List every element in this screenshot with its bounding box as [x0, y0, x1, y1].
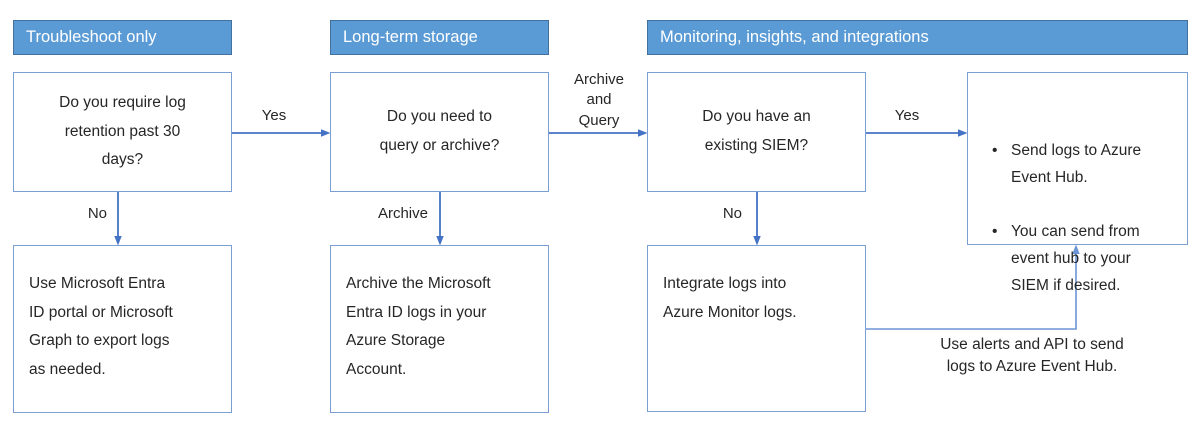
- box-log-retention-question: Do you require log retention past 30 day…: [13, 72, 232, 192]
- edge-label-yes-retention: Yes: [261, 107, 287, 124]
- box-send-logs-event-hub: Send logs to Azure Event Hub. You can se…: [967, 72, 1188, 294]
- edge-label-alerts-api: Use alerts and API to send logs to Azure…: [940, 336, 1124, 376]
- bullet-send-from-event-hub: You can send from event hub to your SIEM…: [990, 218, 1179, 299]
- header-monitoring-insights-integrations: Monitoring, insights, and integrations: [647, 20, 1188, 55]
- event-hub-bullet-list: Send logs to Azure Event Hub. You can se…: [968, 102, 1187, 327]
- edge-label-yes-siem: Yes: [894, 107, 920, 124]
- box-existing-siem-question: Do you have an existing SIEM?: [647, 72, 866, 192]
- edge-label-archive: Archive: [377, 205, 428, 222]
- box-integrate-azure-monitor: Integrate logs into Azure Monitor logs.: [647, 245, 866, 412]
- box-query-or-archive-question: Do you need to query or archive?: [330, 72, 549, 192]
- box-archive-storage-account: Archive the Microsoft Entra ID logs in y…: [330, 245, 549, 413]
- edge-label-archive-and-query: Archive and Query: [573, 71, 625, 129]
- box-export-logs: Use Microsoft Entra ID portal or Microso…: [13, 245, 232, 413]
- edge-label-no-retention: No: [87, 205, 107, 222]
- bullet-send-logs: Send logs to Azure Event Hub.: [990, 137, 1179, 191]
- header-long-term-storage: Long-term storage: [330, 20, 549, 55]
- edge-label-no-siem: No: [722, 205, 742, 222]
- header-troubleshoot-only: Troubleshoot only: [13, 20, 232, 55]
